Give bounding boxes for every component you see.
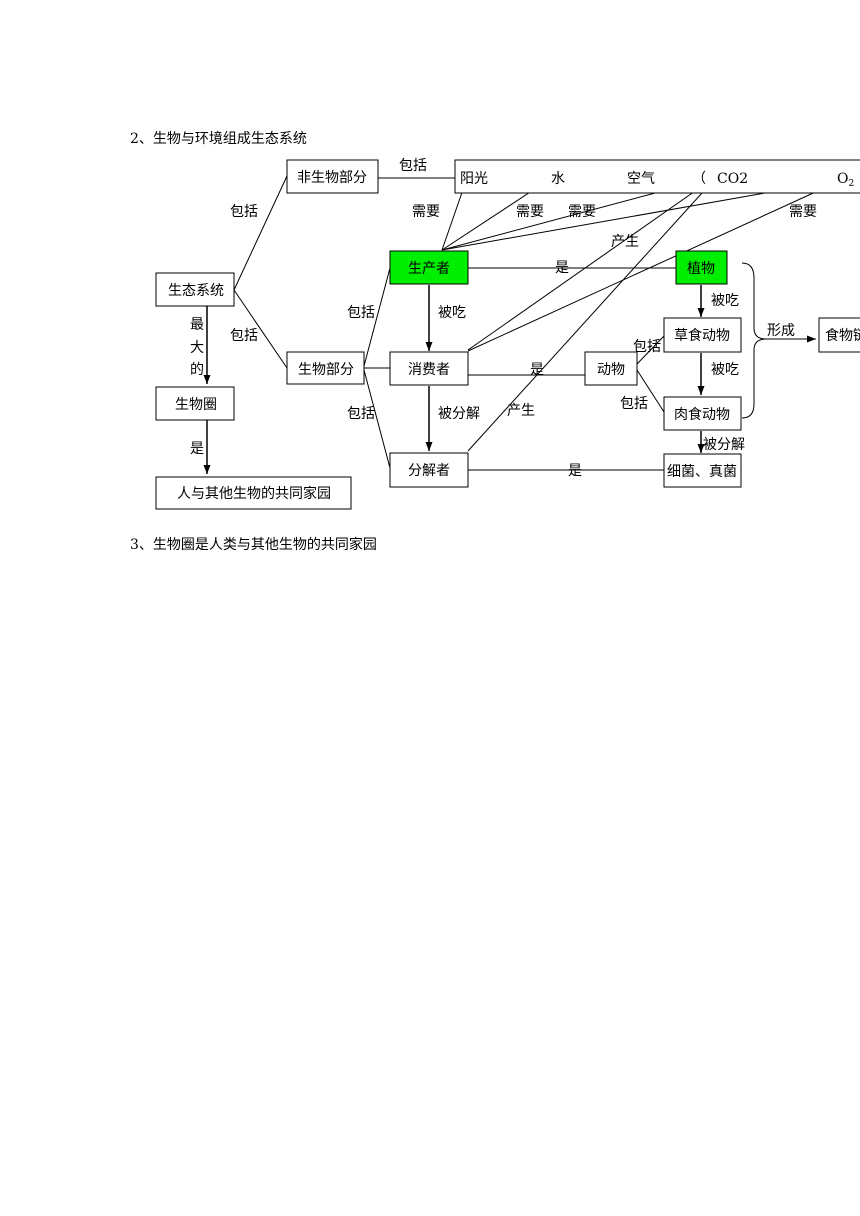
label-include-carnivore: 包括	[620, 396, 648, 412]
label-need-2: 需要	[516, 204, 544, 220]
label-is-animal: 是	[530, 362, 544, 378]
label-eaten-3: 被吃	[711, 362, 739, 378]
label-largest-3: 的	[190, 362, 204, 378]
factor-water: 水	[551, 171, 565, 187]
section-heading-3: 3、生物圈是人类与其他生物的共同家园	[130, 537, 377, 553]
node-carnivore: 肉食动物	[674, 406, 730, 423]
node-biosphere: 生物圈	[175, 397, 217, 413]
node-foodchain: 食物链	[825, 327, 860, 344]
label-include-producer: 包括	[347, 305, 375, 321]
node-ecosystem: 生态系统	[168, 283, 224, 299]
label-include-top: 包括	[399, 158, 427, 174]
factor-o2: O2	[837, 171, 854, 189]
label-include-nonliving: 包括	[230, 204, 258, 220]
node-boxes	[155, 159, 860, 510]
node-bacteria: 细菌、真菌	[667, 464, 737, 480]
factor-air-paren: （	[692, 171, 706, 187]
label-decomposed-2: 被分解	[703, 437, 745, 453]
label-form: 形成	[767, 323, 795, 339]
section-heading-2: 2、生物与环境组成生态系统	[130, 131, 307, 147]
label-is-plant: 是	[555, 260, 569, 276]
label-is-home: 是	[190, 441, 204, 457]
node-decomposer: 分解者	[408, 463, 450, 479]
label-include-living: 包括	[230, 328, 258, 344]
label-produce-1: 产生	[611, 234, 639, 250]
label-produce-2: 产生	[507, 403, 535, 419]
factor-o2-subscript: 2	[848, 179, 854, 189]
label-eaten-1: 被吃	[438, 305, 466, 321]
node-home: 人与其他生物的共同家园	[177, 485, 331, 502]
node-producer: 生产者	[408, 261, 450, 277]
label-largest-2: 大	[190, 340, 204, 356]
node-living: 生物部分	[298, 362, 354, 378]
label-need-1: 需要	[412, 204, 440, 220]
factor-co2: CO2	[717, 171, 748, 187]
node-animal: 动物	[597, 362, 625, 378]
factor-sunlight: 阳光	[460, 171, 488, 187]
node-nonliving: 非生物部分	[297, 170, 367, 186]
label-need-4: 需要	[789, 204, 817, 220]
label-need-3: 需要	[568, 204, 596, 220]
label-eaten-2: 被吃	[711, 293, 739, 309]
factor-o2-base: O	[837, 171, 848, 187]
label-is-bacteria: 是	[568, 463, 582, 479]
node-herbivore: 草食动物	[674, 327, 730, 344]
label-largest-1: 最	[190, 317, 204, 333]
label-decomposed-1: 被分解	[438, 406, 480, 422]
connectors	[203, 175, 834, 474]
label-include-herbivore: 包括	[633, 339, 661, 355]
label-include-decomposer: 包括	[347, 406, 375, 422]
node-plant: 植物	[687, 261, 715, 277]
factor-air: 空气	[627, 171, 655, 187]
node-consumer: 消费者	[408, 362, 450, 378]
